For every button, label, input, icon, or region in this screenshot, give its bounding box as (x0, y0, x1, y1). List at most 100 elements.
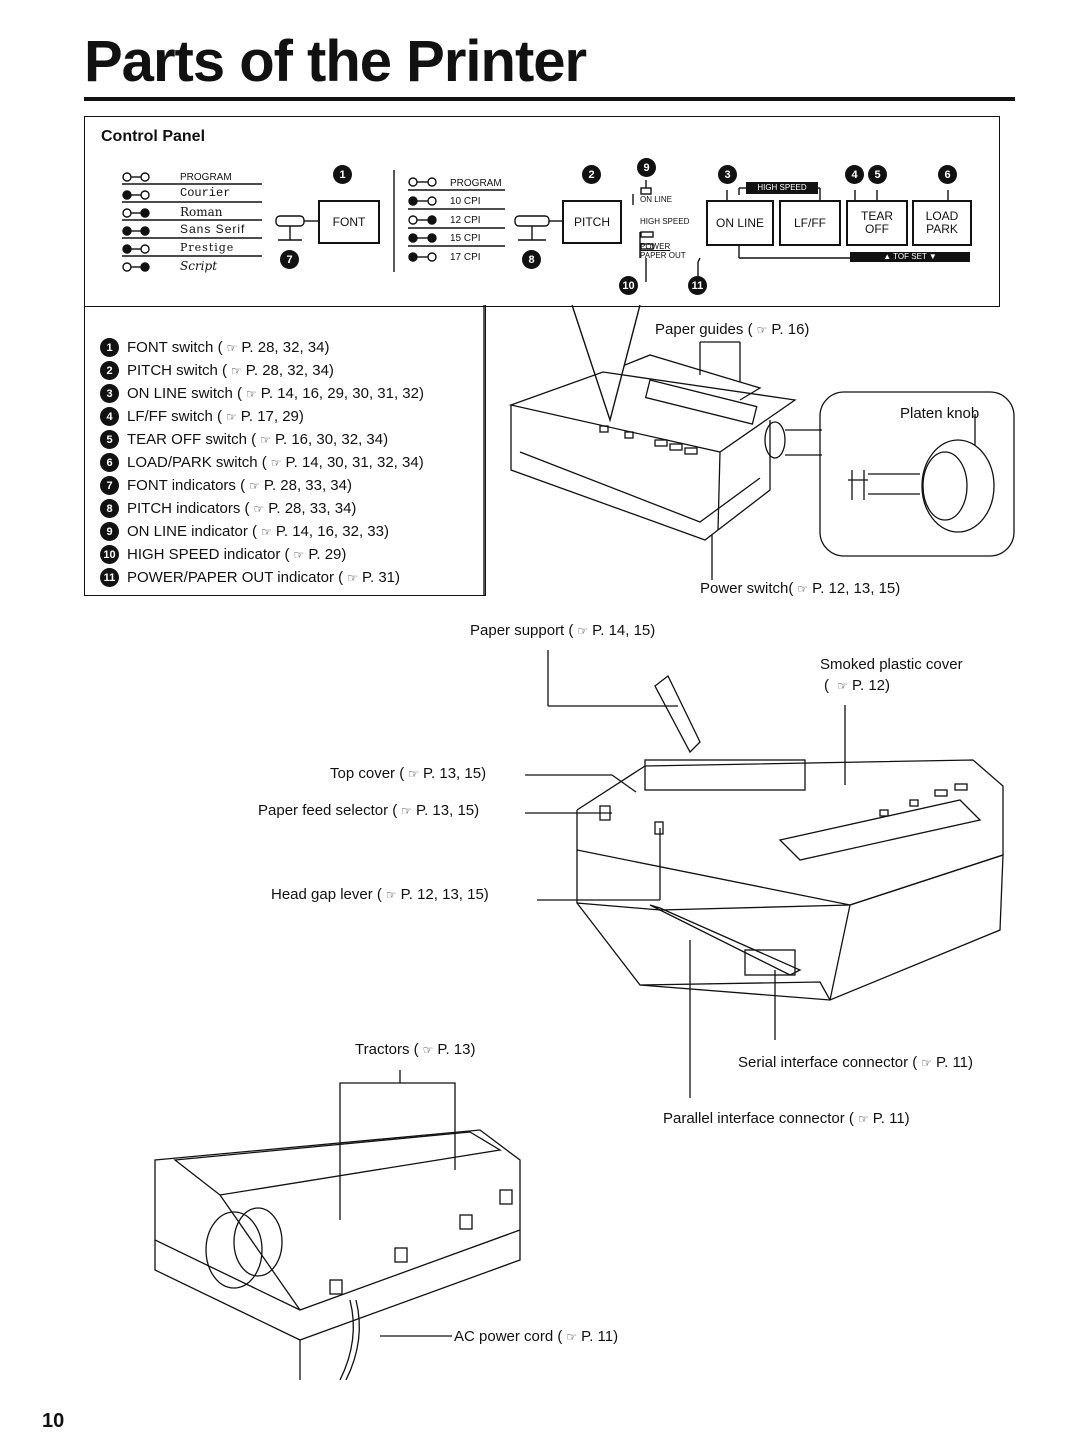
power-switch-label: Power switch(☞P. 12, 13, 15) (700, 580, 901, 597)
pointing-hand-icon: ☞ (249, 478, 260, 493)
pointing-hand-icon: ☞ (260, 432, 271, 447)
loadpark-line1: LOAD (925, 209, 959, 223)
tractors-label: Tractors (☞P. 13) (355, 1041, 476, 1058)
online-button[interactable]: ON LINE (706, 200, 774, 246)
pointing-hand-icon: ☞ (408, 767, 419, 781)
pointing-hand-icon: ☞ (797, 582, 809, 596)
pointing-hand-icon: ☞ (231, 363, 242, 378)
page-title: Parts of the Printer (84, 29, 587, 94)
legend-ref: P. 28, 32, 34) (245, 362, 334, 379)
pitch-label-12cpi: 12 CPI (450, 215, 481, 226)
pointing-hand-icon: ☞ (577, 624, 589, 638)
pointing-hand-icon: ☞ (401, 804, 413, 818)
high-speed-bar: HIGH SPEED (746, 182, 818, 194)
pointing-hand-icon: ☞ (385, 888, 397, 902)
pointing-hand-icon: ☞ (921, 1056, 933, 1070)
pointing-hand-icon: ☞ (253, 501, 265, 516)
legend-number: 5 (100, 430, 119, 449)
legend-label: ON LINE switch ( (127, 385, 243, 402)
pointing-hand-icon: ☞ (857, 1112, 869, 1126)
legend-ref: P. 29) (308, 546, 347, 563)
pointing-hand-icon: ☞ (837, 679, 848, 693)
paper-support-label: Paper support (☞P. 14, 15) (470, 622, 656, 639)
callout-11: 11 (688, 276, 707, 295)
legend-ref: P. 14, 16, 29, 30, 31, 32) (260, 385, 424, 402)
pitch-label-10cpi: 10 CPI (450, 196, 481, 207)
paper-feed-selector-label: Paper feed selector (☞P. 13, 15) (258, 802, 480, 819)
pointing-hand-icon: ☞ (261, 524, 272, 539)
callout-5: 5 (868, 165, 887, 184)
legend-ref: P. 31) (361, 569, 401, 586)
legend-label: FONT switch ( (127, 339, 223, 356)
loadpark-button[interactable]: LOAD PARK (912, 200, 972, 246)
font-label-program: PROGRAM (180, 172, 232, 183)
pointing-hand-icon: ☞ (293, 547, 305, 562)
page-number: 10 (42, 1410, 65, 1432)
lfff-button[interactable]: LF/FF (779, 200, 841, 246)
legend-label: POWER/PAPER OUT indicator ( (127, 569, 344, 586)
platen-knob-label: Platen knob (900, 405, 980, 422)
callout-6: 6 (938, 165, 957, 184)
legend-ref: P. 28, 32, 34) (241, 339, 330, 356)
control-panel-heading: Control Panel (101, 128, 206, 145)
smoked-cover-label: Smoked plastic cover (820, 656, 963, 673)
pointing-hand-icon: ☞ (347, 570, 358, 585)
legend-ref: P. 28, 33, 34) (263, 477, 352, 494)
pitch-button[interactable]: PITCH (562, 200, 622, 244)
callout-2: 2 (582, 165, 601, 184)
legend-label: LF/FF switch ( (127, 408, 223, 425)
online-indicator-label: ON LINE (640, 195, 673, 204)
tearoff-button[interactable]: TEAR OFF (846, 200, 908, 246)
legend-label: PITCH indicators ( (127, 500, 250, 517)
legend-label: ON LINE indicator ( (127, 523, 258, 540)
pointing-hand-icon: ☞ (246, 386, 257, 401)
tearoff-line1: TEAR (860, 209, 893, 223)
pointing-hand-icon: ☞ (756, 323, 768, 337)
head-gap-lever-label: Head gap lever (☞P. 12, 13, 15) (271, 886, 489, 903)
legend-label: PITCH switch ( (127, 362, 228, 379)
callout-10: 10 (619, 276, 638, 295)
callout-4: 4 (845, 165, 864, 184)
legend-item: 8 PITCH indicators (☞P. 28, 33, 34) (100, 497, 424, 520)
tof-set-bar: ▲ TOF SET ▼ (850, 252, 970, 262)
smoked-cover-ref: ( ☞P. 12) (824, 677, 891, 694)
legend-number: 2 (100, 361, 119, 380)
callout-8: 8 (522, 250, 541, 269)
legend-ref: P. 17, 29) (240, 408, 304, 425)
legend-label: HIGH SPEED indicator ( (127, 546, 290, 563)
legend-number: 10 (100, 545, 119, 564)
legend-number: 7 (100, 476, 119, 495)
legend-item: 2 PITCH switch (☞P. 28, 32, 34) (100, 359, 424, 382)
legend-ref: P. 28, 33, 34) (268, 500, 357, 517)
callout-9: 9 (637, 158, 656, 177)
legend-number: 6 (100, 453, 119, 472)
title-rule (84, 97, 1015, 101)
callout-7: 7 (280, 250, 299, 269)
tearoff-line2: OFF (865, 222, 889, 236)
parallel-connector-label: Parallel interface connector (☞P. 11) (663, 1110, 910, 1127)
legend-number: 11 (100, 568, 119, 587)
callout-1: 1 (333, 165, 352, 184)
legend-number: 8 (100, 499, 119, 518)
legend-number: 1 (100, 338, 119, 357)
legend-label: LOAD/PARK switch ( (127, 454, 267, 471)
pitch-label-15cpi: 15 CPI (450, 233, 481, 244)
legend-item: 3 ON LINE switch (☞P. 14, 16, 29, 30, 31,… (100, 382, 424, 405)
serial-connector-label: Serial interface connector (☞P. 11) (738, 1054, 974, 1071)
legend-number: 3 (100, 384, 119, 403)
control-panel-box (84, 116, 1000, 307)
ac-power-cord-label: AC power cord (☞P. 11) (454, 1328, 619, 1345)
printer-top-drawing (508, 341, 1015, 580)
paper-guides-label: Paper guides (☞P. 16) (655, 321, 810, 338)
paper-out-indicator-label: PAPER OUT (640, 251, 686, 260)
pitch-label-17cpi: 17 CPI (450, 252, 481, 263)
font-label-courier: Courier (180, 186, 231, 200)
font-button[interactable]: FONT (318, 200, 380, 244)
